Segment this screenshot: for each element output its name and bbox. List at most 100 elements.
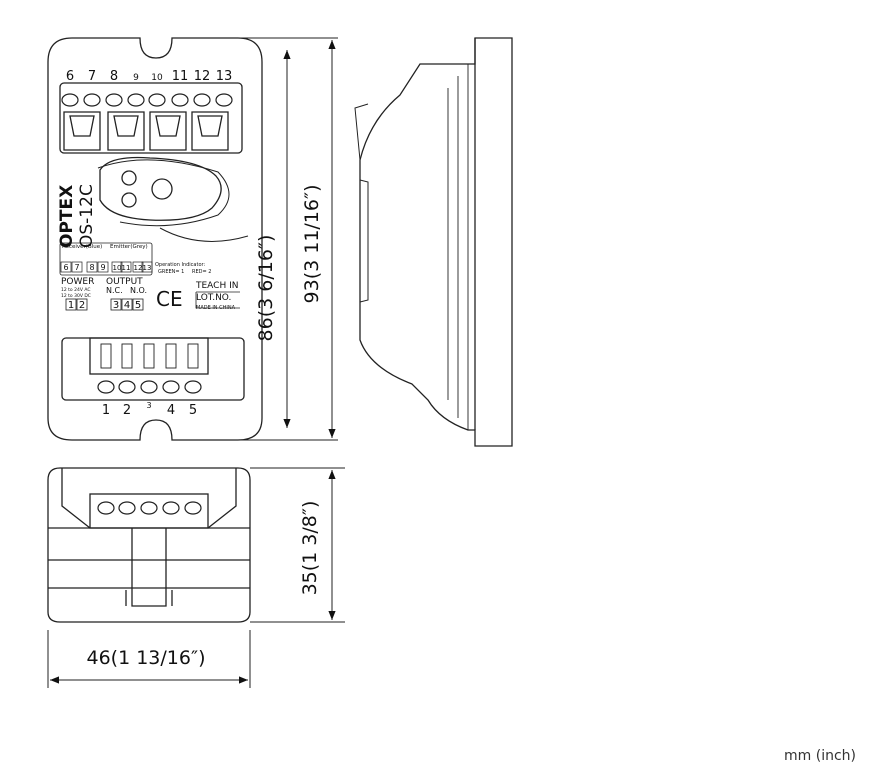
top-terminal-label: 13 <box>216 69 233 84</box>
emitter-terminal-box <box>120 261 132 273</box>
bottom-body-outline <box>47 467 251 623</box>
power-terminal: 2 <box>79 300 85 311</box>
receiver-terminal: 7 <box>74 263 79 272</box>
depth-label: 35(1 3/8″) <box>299 501 321 596</box>
bottom-terminal-screws <box>97 343 202 394</box>
emitter-terminal-box <box>132 261 144 273</box>
power-terminal-box <box>65 298 77 311</box>
screw-terminal <box>140 501 158 515</box>
power-terminal: 1 <box>68 300 74 311</box>
output-terminal: 5 <box>135 300 141 311</box>
receiver-terminal-box <box>86 261 98 273</box>
side-body-outline <box>359 37 513 447</box>
teach-lot-divider <box>195 292 240 309</box>
screw-terminal <box>162 380 180 394</box>
top-terminal-label: 9 <box>133 73 139 83</box>
bottom-terminal-label: 1 <box>102 403 110 418</box>
terminal-legend-box <box>59 242 153 276</box>
sensor-dome <box>99 156 222 221</box>
height-extension-lines <box>175 37 338 441</box>
screw-terminal <box>184 380 202 394</box>
output-terminal: 4 <box>124 300 130 311</box>
terminal-slot <box>187 343 199 369</box>
screw-terminal <box>83 93 101 107</box>
outer-height-label: 93(3 11/16″) <box>301 185 323 304</box>
bottom-terminal-label: 2 <box>123 403 131 418</box>
led-top <box>121 170 137 186</box>
lot-no-label: LOT.NO. <box>196 293 231 303</box>
output-terminal-box <box>121 298 133 311</box>
model-label: OS-12C <box>77 184 97 248</box>
top-terminal-label: 12 <box>194 69 211 84</box>
screw-terminal <box>105 93 123 107</box>
emitter-terminal: 13 <box>143 264 152 272</box>
terminal-slot <box>121 343 133 369</box>
top-terminal-block <box>59 82 243 154</box>
inner-height-label: 86(3 6/16″) <box>255 235 277 342</box>
output-terminal: 3 <box>113 300 119 311</box>
emitter-terminal: 11 <box>122 264 131 272</box>
bottom-view-screws <box>97 501 202 515</box>
top-connectors <box>63 111 229 151</box>
top-terminal-label: 10 <box>151 73 163 83</box>
screw-terminal <box>162 501 180 515</box>
power-title: POWER <box>61 277 94 287</box>
receiver-terminal-box <box>71 261 83 273</box>
emitter-terminal: 12 <box>134 264 143 272</box>
screw-terminal <box>193 93 211 107</box>
emitter-terminal-box <box>111 261 123 273</box>
emitter-label: Emitter(Grey) <box>110 244 148 250</box>
power-spec-ac: 12 to 24V AC <box>61 287 90 293</box>
emitter-terminal: 10 <box>113 264 122 272</box>
screw-terminal <box>148 93 166 107</box>
bottom-terminal-label: 5 <box>189 403 197 418</box>
receiver-terminal: 8 <box>89 263 94 272</box>
side-view <box>354 37 513 447</box>
bottom-connector <box>89 337 209 375</box>
screw-terminal <box>215 93 233 107</box>
receiver-terminal: 6 <box>63 263 68 272</box>
top-terminal-screws <box>61 93 233 107</box>
power-spec-dc: 12 to 30V DC <box>61 293 91 299</box>
output-terminal-box <box>110 298 122 311</box>
bottom-terminal-label: 4 <box>167 403 175 418</box>
front-view <box>47 37 263 441</box>
bottom-terminal-label: 3 <box>146 401 151 410</box>
bottom-terminal-block <box>61 337 245 401</box>
screw-terminal <box>97 501 115 515</box>
screw-terminal <box>61 93 79 107</box>
receiver-terminal: 9 <box>100 263 105 272</box>
screw-terminal <box>118 380 136 394</box>
ce-mark: CE <box>156 287 183 311</box>
screw-terminal <box>127 93 145 107</box>
output-title: OUTPUT <box>106 277 143 287</box>
screw-terminal <box>140 380 158 394</box>
units-note: mm (inch) <box>784 748 856 764</box>
terminal-slot <box>143 343 155 369</box>
led-bottom <box>121 192 137 208</box>
teach-button <box>151 178 173 200</box>
output-terminal-box <box>132 298 144 311</box>
screw-terminal <box>97 380 115 394</box>
power-terminal-box <box>76 298 88 311</box>
teach-in-label: TEACH IN <box>195 281 238 291</box>
screw-terminal <box>184 501 202 515</box>
screw-terminal <box>118 501 136 515</box>
top-terminal-label: 11 <box>172 69 189 84</box>
no-label: N.O. <box>130 286 147 295</box>
op-red: RED= 2 <box>192 269 211 275</box>
width-extension-lines <box>47 630 251 688</box>
op-indicator-title: Operation Indicator: <box>155 262 205 268</box>
top-terminal-label: 7 <box>88 69 96 84</box>
depth-extension-lines <box>250 467 345 623</box>
top-terminal-label: 8 <box>110 69 118 84</box>
bottom-view <box>47 467 251 623</box>
op-green: GREEN= 1 <box>158 269 184 275</box>
bottom-view-terminal-block <box>89 493 209 529</box>
